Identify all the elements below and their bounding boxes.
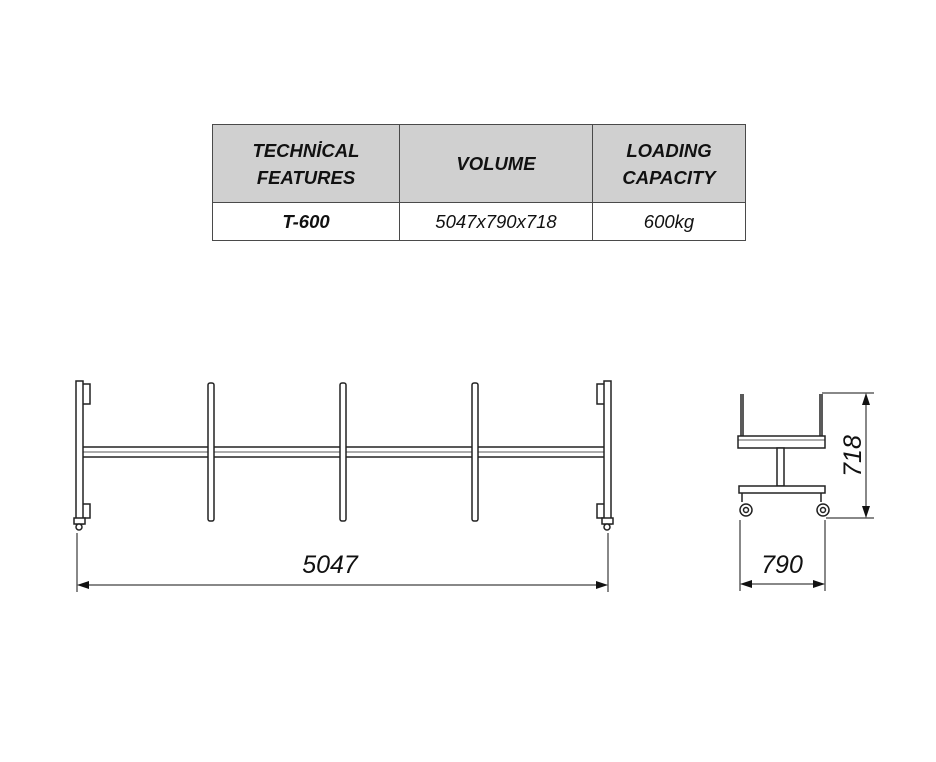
header-technical-features-line2: FEATURES <box>256 166 356 188</box>
table-header-row: TECHNİCAL FEATURES VOLUME LOADING CAPACI… <box>212 124 746 203</box>
side-view-rack <box>737 394 826 502</box>
side-center-column <box>776 447 785 487</box>
header-loading-capacity-line1: LOADING <box>626 139 712 161</box>
header-loading-capacity: LOADING CAPACITY <box>592 124 746 203</box>
left-wheel-icon <box>75 523 83 531</box>
height-dimension <box>822 392 874 519</box>
table-row: T-600 5047x790x718 600kg <box>212 202 746 241</box>
cell-capacity: 600kg <box>592 202 746 241</box>
header-technical-features-line1: TECHNİCAL <box>252 139 360 161</box>
technical-features-table: TECHNİCAL FEATURES VOLUME LOADING CAPACI… <box>212 124 746 241</box>
upright-2 <box>339 382 347 522</box>
left-end-post <box>73 380 91 525</box>
right-wheel-icon <box>603 523 611 531</box>
upright-3 <box>471 382 479 522</box>
width-dimension <box>739 520 826 591</box>
front-view-rack <box>73 380 614 531</box>
side-wheel-left-icon <box>739 503 753 517</box>
side-base <box>738 485 826 494</box>
header-volume-line1: VOLUME <box>456 153 536 174</box>
upright-1 <box>207 382 215 522</box>
header-loading-capacity-line2: CAPACITY <box>622 166 716 188</box>
cell-model: T-600 <box>212 202 400 241</box>
height-dimension-label: 718 <box>839 435 867 477</box>
cell-volume: 5047x790x718 <box>399 202 593 241</box>
length-dimension-label: 5047 <box>302 551 359 579</box>
header-technical-features: TECHNİCAL FEATURES <box>212 124 400 203</box>
length-dimension <box>76 533 609 592</box>
side-wheel-right-icon <box>816 503 830 517</box>
header-volume: VOLUME <box>399 124 593 203</box>
width-dimension-label: 790 <box>761 551 803 579</box>
side-top-deck <box>737 435 826 449</box>
